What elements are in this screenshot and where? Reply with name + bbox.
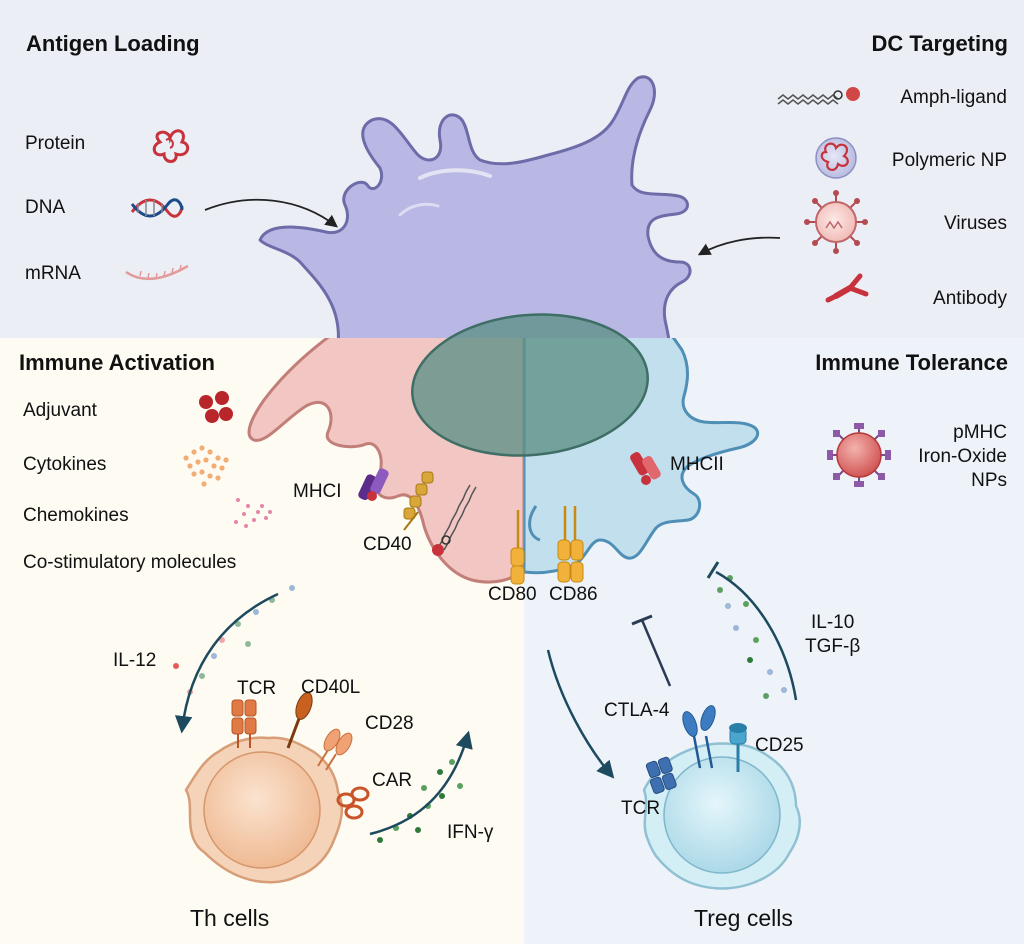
targeting-item-viruses: Viruses [943, 213, 1007, 234]
activation-item-chemokines: Chemokines [23, 505, 129, 526]
th-receptor-label-cd40l: CD40L [301, 677, 361, 698]
ifng-arrow [369, 730, 473, 836]
il10-dots [717, 575, 787, 699]
dc-targeting-title: DC Targeting [871, 31, 1008, 56]
th-cd28-receptor [317, 728, 353, 771]
ctla4-inhibition [631, 614, 672, 687]
treg-receptor-label-cd25: CD25 [755, 735, 804, 756]
np-label-line-1: pMHC [953, 422, 1007, 443]
treg-cell-nucleus [663, 756, 781, 874]
cd40-marker [403, 471, 434, 531]
mrna-icon [125, 264, 189, 281]
treg-receptor-label-tcr: TCR [621, 798, 661, 819]
treg-tcr-receptor [645, 756, 677, 794]
treg-cd25-receptor [729, 723, 747, 772]
targeting-arrow [697, 236, 781, 256]
th-cell-label: Th cells [190, 905, 270, 931]
antigen-item-mrna: mRNA [25, 263, 81, 284]
antibody-icon [825, 273, 869, 303]
signal-label-tgfb: TGF-β [805, 636, 861, 657]
mhci-marker [358, 468, 389, 501]
immune-tolerance-title: Immune Tolerance [815, 350, 1008, 375]
treg-receptor-label-ctla4: CTLA-4 [604, 700, 670, 721]
iron-oxide-np-icon [827, 423, 891, 487]
marker-label-cd40: CD40 [363, 534, 412, 555]
targeting-item-polymeric-np: Polymeric NP [891, 150, 1007, 171]
dc-to-treg-arrow [546, 649, 615, 779]
treg-ctla4-receptor [682, 705, 716, 769]
th-receptor-label-car: CAR [372, 770, 413, 791]
signal-label-il12: IL-12 [113, 650, 157, 671]
protein-icon [152, 129, 190, 163]
marker-label-cd80: CD80 [488, 584, 537, 605]
dendritic-cell-nucleus [411, 313, 649, 457]
amph-ligand-bound [432, 484, 477, 556]
virus-icon [804, 190, 868, 254]
th-cell [184, 736, 344, 884]
th-tcr-receptor [231, 699, 257, 748]
il12-arrow [174, 592, 279, 734]
chemokines-icon [234, 498, 272, 528]
th-cell-nucleus [203, 751, 321, 869]
th-car-receptor [336, 786, 370, 820]
amph-ligand-icon [777, 87, 860, 105]
dendritic-cell-body [258, 75, 692, 347]
polymeric-np-icon [815, 137, 857, 179]
targeting-item-amph-ligand: Amph-ligand [900, 87, 1007, 108]
dna-icon [130, 198, 184, 218]
mhcii-marker [630, 452, 661, 485]
targeting-item-antibody: Antibody [933, 288, 1007, 309]
marker-label-mhci: MHCI [293, 481, 342, 502]
antigen-arrow [204, 198, 338, 228]
th-cd40l-receptor [286, 692, 313, 749]
signal-label-ifng: IFN-γ [447, 822, 494, 843]
th-receptor-label-tcr: TCR [237, 678, 277, 699]
np-label-line-3: NPs [971, 470, 1007, 491]
marker-label-mhcii: MHCII [670, 454, 724, 475]
np-label-line-2: Iron-Oxide [918, 446, 1007, 467]
cytokines-icon [183, 445, 229, 487]
adjuvant-icon [199, 391, 233, 423]
treg-cell [642, 742, 801, 890]
cd86-marker [557, 506, 584, 583]
il10-inhibition [706, 561, 798, 701]
th-receptor-label-cd28: CD28 [365, 713, 414, 734]
activation-item-cytokines: Cytokines [23, 454, 107, 475]
signal-label-il10: IL-10 [811, 612, 855, 633]
antigen-item-protein: Protein [25, 133, 86, 154]
antigen-item-dna: DNA [25, 197, 66, 218]
cd80-marker [510, 510, 525, 585]
marker-label-cd86: CD86 [549, 584, 598, 605]
activation-item-costimulatory: Co-stimulatory molecules [23, 552, 237, 573]
activation-item-adjuvant: Adjuvant [23, 400, 97, 421]
treg-cell-label: Treg cells [694, 905, 793, 931]
immune-activation-title: Immune Activation [19, 350, 215, 375]
antigen-loading-title: Antigen Loading [26, 31, 200, 56]
